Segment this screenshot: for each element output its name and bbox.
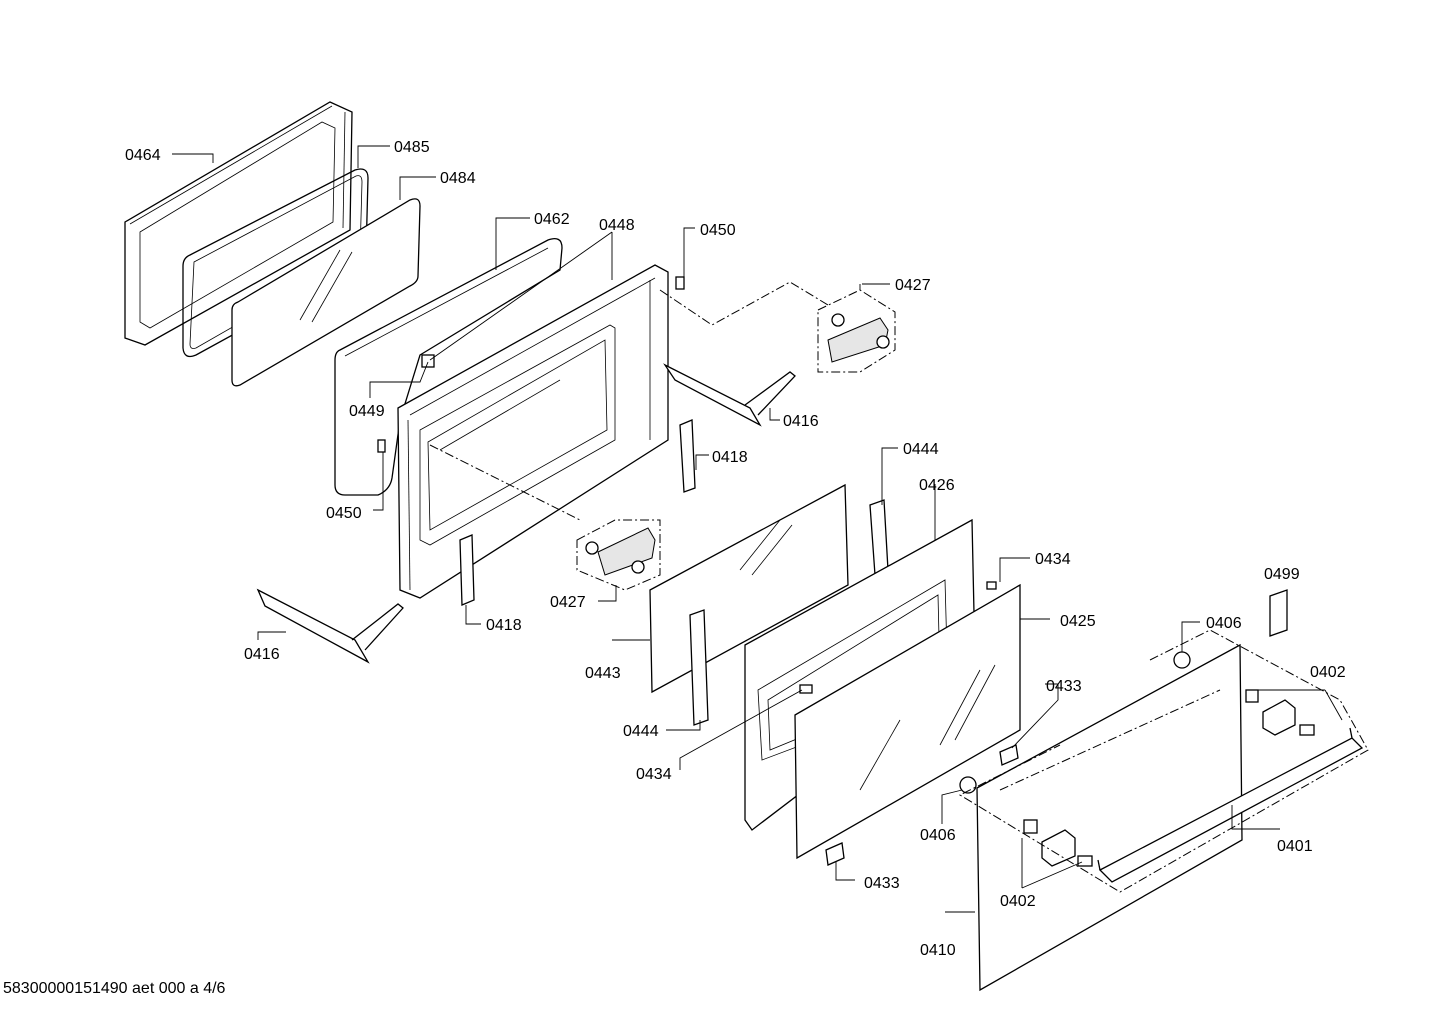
part-0418-bracket-b xyxy=(459,534,475,606)
part-0401-handle xyxy=(1097,727,1364,883)
label-0416-right: 0416 xyxy=(783,413,819,430)
part-0416-hinge-right xyxy=(663,363,796,427)
label-0450-bottom: 0450 xyxy=(326,505,362,522)
part-0427-hinge-plate-b xyxy=(576,519,661,591)
label-0426: 0426 xyxy=(919,477,955,494)
label-0418-top: 0418 xyxy=(712,449,748,466)
label-0499: 0499 xyxy=(1264,566,1300,583)
leader-lines xyxy=(172,145,1343,913)
part-0416-hinge-left xyxy=(256,588,404,664)
part-0499-label xyxy=(1269,589,1288,637)
label-0416-left: 0416 xyxy=(244,646,280,663)
label-0410: 0410 xyxy=(920,942,956,959)
label-0427-bottom: 0427 xyxy=(550,594,586,611)
label-0450-top: 0450 xyxy=(700,222,736,239)
assembly-line-middle xyxy=(429,444,581,521)
part-0450-pad-b xyxy=(377,439,386,453)
part-0444-clip-b xyxy=(689,609,709,726)
label-0433-top: 0433 xyxy=(1046,678,1082,695)
part-0418-bracket-a xyxy=(679,419,696,493)
part-0402-mount-b xyxy=(1023,819,1093,867)
label-0462: 0462 xyxy=(534,211,570,228)
label-0401: 0401 xyxy=(1277,838,1313,855)
part-0433-clip-a xyxy=(999,744,1019,766)
part-0402-mount-a xyxy=(1245,689,1315,736)
label-0402-bottom: 0402 xyxy=(1000,893,1036,910)
label-0425: 0425 xyxy=(1060,613,1096,630)
label-0443: 0443 xyxy=(585,665,621,682)
part-0406-bumper-a xyxy=(1173,651,1191,669)
label-0449: 0449 xyxy=(349,403,385,420)
assembly-line-inner xyxy=(999,689,1221,791)
assembly-line-top xyxy=(659,281,829,326)
part-0444-clip-a xyxy=(869,499,889,576)
label-0448: 0448 xyxy=(599,217,635,234)
label-0464: 0464 xyxy=(125,147,161,164)
label-0406-bottom: 0406 xyxy=(920,827,956,844)
label-0484: 0484 xyxy=(440,170,476,187)
label-0418-bottom: 0418 xyxy=(486,617,522,634)
label-0434-top: 0434 xyxy=(1035,551,1071,568)
label-0433-bottom: 0433 xyxy=(864,875,900,892)
label-0444-top: 0444 xyxy=(903,441,939,458)
label-0434-bottom: 0434 xyxy=(636,766,672,783)
part-0434-pad-b xyxy=(799,684,813,694)
part-0433-clip-b xyxy=(825,842,845,866)
label-0444-bottom: 0444 xyxy=(623,723,659,740)
assembly-line-bottom-box xyxy=(958,629,1369,893)
part-0484-glass xyxy=(231,198,421,387)
label-0427-top: 0427 xyxy=(895,277,931,294)
label-0406-top: 0406 xyxy=(1206,615,1242,632)
part-0462-seal xyxy=(334,237,563,496)
part-0464-outer-frame xyxy=(124,101,353,346)
part-0406-bumper-b xyxy=(959,776,977,794)
label-0402-top: 0402 xyxy=(1310,664,1346,681)
part-0434-pad-a xyxy=(986,581,997,590)
part-0448-inner-frame xyxy=(397,264,669,599)
document-id: 58300000151490 aet 000 a 4/6 xyxy=(3,980,226,997)
label-0485: 0485 xyxy=(394,139,430,156)
part-0427-hinge-plate-a xyxy=(817,289,896,373)
part-0450-pad-a xyxy=(675,276,685,290)
part-0449-clip xyxy=(421,354,435,368)
part-0425-glass xyxy=(794,583,1021,860)
part-0410-front-panel xyxy=(976,643,1243,992)
